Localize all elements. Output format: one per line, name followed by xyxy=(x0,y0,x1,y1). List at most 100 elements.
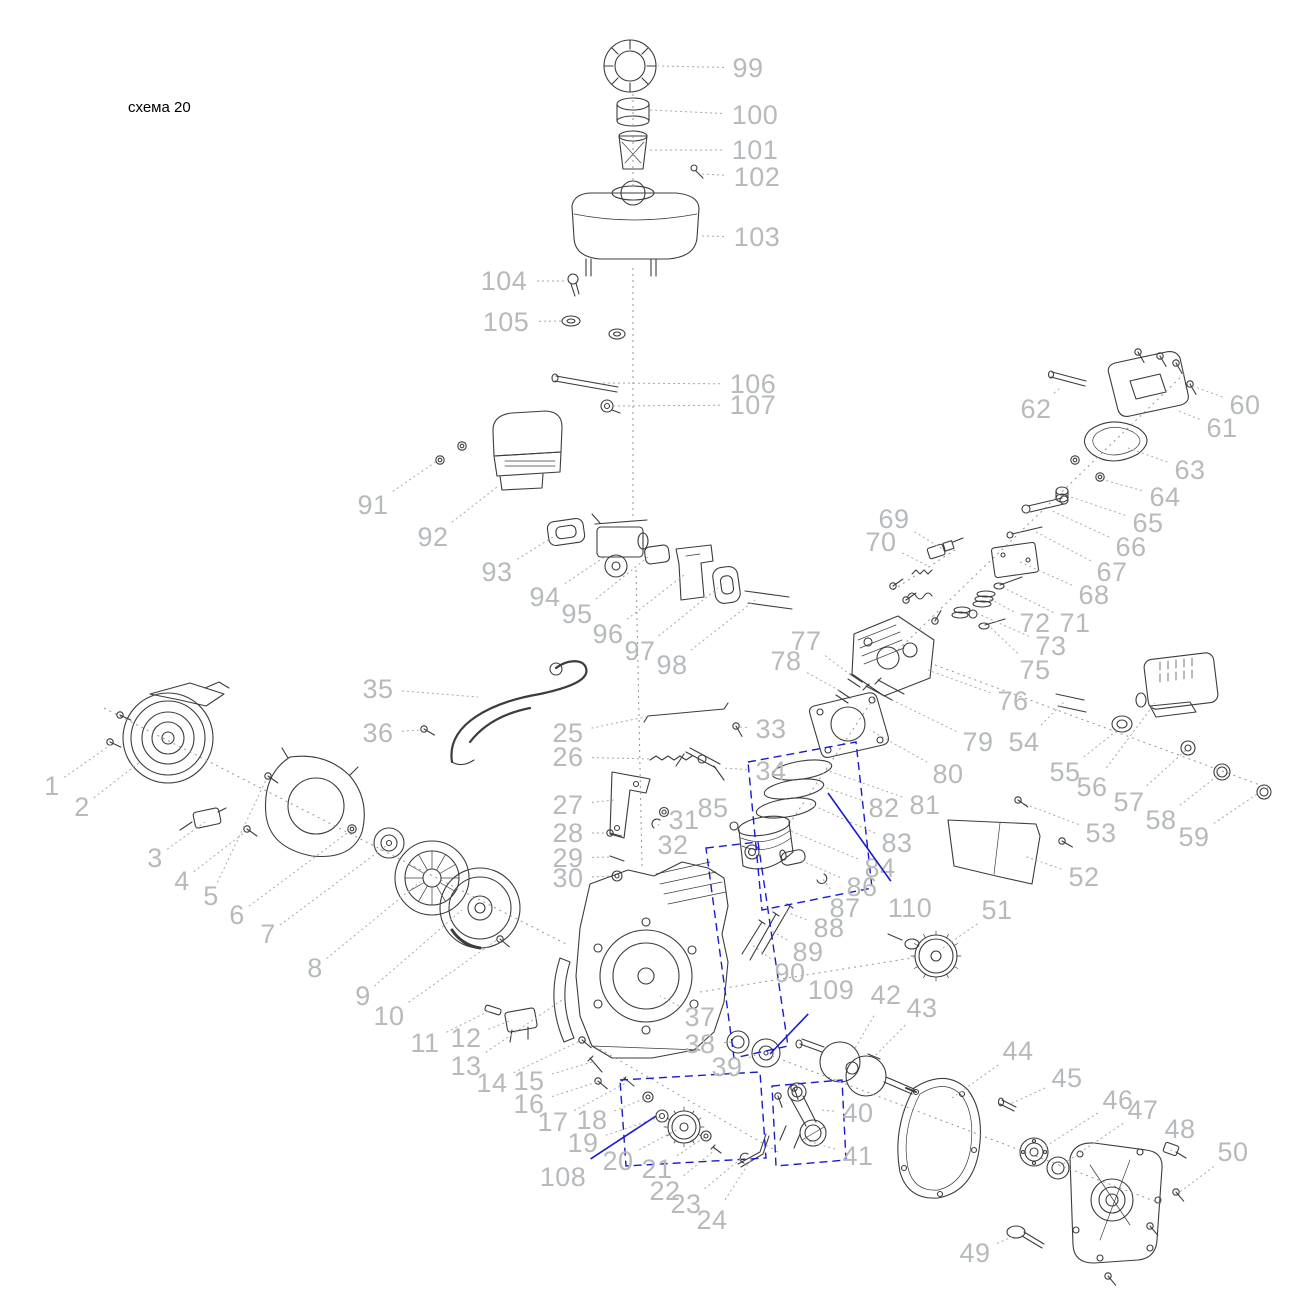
part-label-32: 32 xyxy=(657,830,688,860)
part-label-66: 66 xyxy=(1115,532,1146,562)
leader-line xyxy=(914,531,945,551)
part-label-72: 72 xyxy=(1019,608,1050,638)
fuel-tank xyxy=(571,180,700,277)
leader-line xyxy=(751,944,771,960)
pin-29 xyxy=(609,855,625,862)
part-label-42: 42 xyxy=(870,980,901,1010)
oil-seal-47 xyxy=(1046,1156,1070,1180)
head-gasket xyxy=(808,692,889,758)
screw-head-glyph xyxy=(790,1084,798,1092)
part-label-13: 13 xyxy=(450,1051,481,1081)
part-label-40: 40 xyxy=(842,1098,873,1128)
leader-line xyxy=(513,1040,581,1074)
screw-head-glyph xyxy=(606,829,614,837)
part-label-69: 69 xyxy=(878,504,909,534)
part-label-90: 90 xyxy=(774,958,805,988)
recoil-starter xyxy=(122,681,230,784)
part-label-18: 18 xyxy=(576,1105,607,1135)
part-label-96: 96 xyxy=(592,619,623,649)
part-label-109: 109 xyxy=(808,975,855,1005)
leader-line xyxy=(1021,802,1079,825)
camshaft xyxy=(887,930,962,982)
screw-shaft-glyph xyxy=(581,1039,592,1049)
leader-line xyxy=(1127,447,1168,463)
piston-rings xyxy=(755,759,833,819)
part-label-81: 81 xyxy=(909,790,940,820)
manifold-gasket xyxy=(712,565,741,604)
part-label-107: 107 xyxy=(730,390,777,420)
leader-line xyxy=(408,939,498,1003)
part-label-5: 5 xyxy=(203,881,219,911)
baffle-plate xyxy=(553,957,575,1043)
part-label-101: 101 xyxy=(732,135,779,165)
starter-cup xyxy=(373,827,405,859)
tank-grommet xyxy=(561,315,626,340)
part-label-51: 51 xyxy=(981,895,1012,925)
leader-line xyxy=(248,830,351,907)
nut-glyph xyxy=(457,441,467,451)
engine-shroud xyxy=(947,819,1041,885)
muffler-gasket xyxy=(1111,715,1133,733)
screw-head-glyph xyxy=(1104,1272,1112,1280)
cover-gasket xyxy=(897,1077,981,1199)
pin-22 xyxy=(710,1144,722,1154)
screw-head-glyph xyxy=(1186,380,1194,388)
part-label-26: 26 xyxy=(552,742,583,772)
screw-shaft-glyph xyxy=(1175,362,1183,374)
part-label-76: 76 xyxy=(997,686,1028,716)
part-label-24: 24 xyxy=(696,1205,727,1235)
piston-pin xyxy=(779,849,806,866)
leader-line xyxy=(704,1156,744,1190)
leader-line xyxy=(1146,749,1187,787)
part-label-36: 36 xyxy=(362,718,393,748)
screw-head-glyph xyxy=(116,711,124,719)
crankcase-bolts xyxy=(741,903,794,961)
leader-line xyxy=(649,109,723,114)
crankcase-cover xyxy=(1069,1142,1163,1264)
part-label-65: 65 xyxy=(1132,508,1163,538)
nut-glyph xyxy=(1097,474,1103,480)
part-label-86: 86 xyxy=(846,872,877,902)
leader-line xyxy=(373,909,463,987)
dowel-pin-45 xyxy=(997,1097,1017,1112)
callout-line-blue xyxy=(769,1013,809,1055)
part-label-54: 54 xyxy=(1008,727,1039,757)
screw-shaft-glyph xyxy=(892,578,904,587)
screw-head-glyph xyxy=(732,722,740,730)
valve-springs xyxy=(951,576,1023,630)
assembly-axis xyxy=(103,707,567,945)
clip-23 xyxy=(739,1152,749,1164)
leader-line xyxy=(1023,855,1062,870)
screw-head-glyph xyxy=(1172,359,1180,367)
part-label-34: 34 xyxy=(755,756,786,786)
carburetor xyxy=(591,513,649,578)
leader-line xyxy=(690,599,756,651)
crankcase xyxy=(575,861,729,1059)
leader-line xyxy=(1179,1166,1215,1193)
washer-18 xyxy=(642,1091,654,1103)
part-label-70: 70 xyxy=(865,527,896,557)
screw-head-glyph xyxy=(594,1077,602,1085)
leader-line xyxy=(551,1061,593,1075)
nut-glyph xyxy=(437,457,443,463)
part-label-39: 39 xyxy=(711,1052,742,1082)
part-label-52: 52 xyxy=(1068,862,1099,892)
screw-head-glyph xyxy=(774,1092,782,1100)
part-label-44: 44 xyxy=(1002,1036,1033,1066)
nut-glyph xyxy=(459,443,465,449)
leader-line xyxy=(564,555,607,585)
wrist-pin-clip xyxy=(729,821,739,831)
screw-head-glyph xyxy=(243,825,251,833)
leader-line xyxy=(821,877,831,890)
leader-line xyxy=(1191,385,1223,398)
part-label-97: 97 xyxy=(624,636,655,666)
assembly-axis xyxy=(583,1039,779,1153)
leader-line xyxy=(488,1019,513,1030)
screw-head-glyph xyxy=(264,772,272,780)
washer-21 xyxy=(700,1130,712,1142)
part-label-12: 12 xyxy=(450,1023,481,1053)
part-label-20: 20 xyxy=(602,1146,633,1176)
screw-head-glyph xyxy=(889,582,897,590)
part-label-47: 47 xyxy=(1127,1095,1158,1125)
